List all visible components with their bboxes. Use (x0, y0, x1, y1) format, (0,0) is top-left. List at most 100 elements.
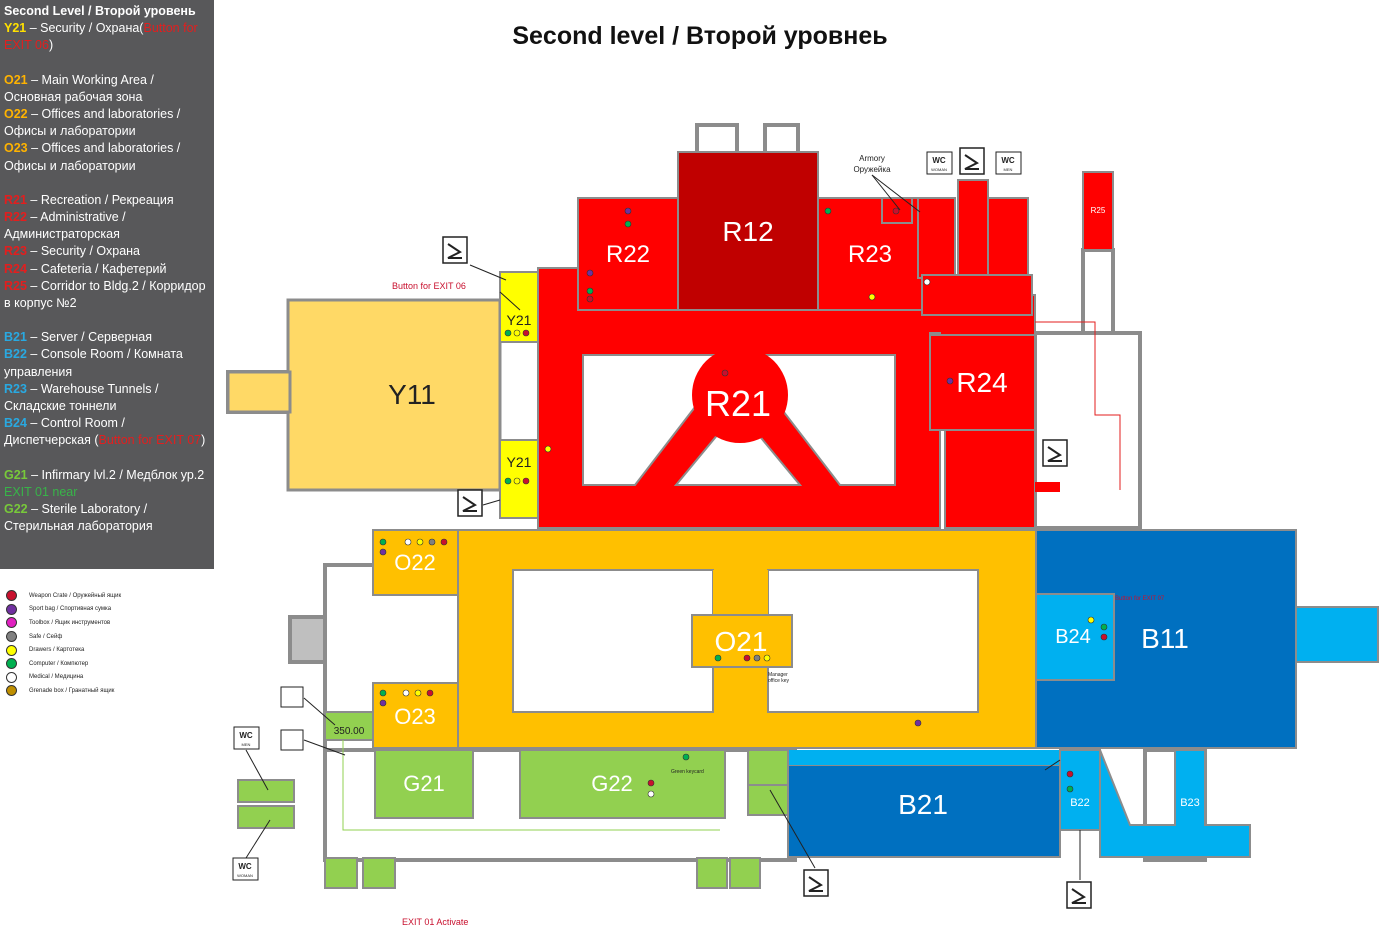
legend-entry: O22 – Offices and laboratories / Офисы и… (4, 106, 210, 140)
item-legend-label: Safe / Сейф (29, 633, 63, 640)
room-b11-annex (1295, 606, 1379, 663)
label-g22: G22 (591, 771, 633, 796)
item-legend-label: Weapon Crate / Оружейный ящик (29, 592, 122, 599)
room-o21-core (713, 570, 768, 615)
label-b22: B22 (1070, 797, 1090, 809)
legend-note: Button for EXIT 07 (98, 433, 202, 448)
green-keycard-label: Green keycard (671, 769, 704, 775)
label-g21: G21 (403, 771, 445, 796)
wc-sub-1: WOMAN (931, 167, 947, 172)
label-b11: B11 (1141, 623, 1189, 654)
item-legend-row: Computer / Компютер (6, 657, 206, 671)
legend-text: – Warehouse Tunnels / Складские тоннели (4, 381, 159, 414)
room-y11 (286, 298, 502, 492)
room-b22 (1059, 749, 1101, 831)
room-b21 (787, 764, 1061, 858)
green-corridor-line (342, 740, 720, 831)
item-legend-row: Safe / Сейф (6, 630, 206, 644)
item-legend-label: Grenade box / Гранатный ящик (29, 687, 115, 694)
legend-text: – Main Working Area / Основная рабочая з… (4, 72, 154, 104)
item-color-dot-icon (6, 603, 17, 615)
item-color-dot-icon (6, 685, 17, 697)
legend-text: – Security / Охрана( (26, 21, 144, 36)
label-r24: R24 (956, 367, 1007, 398)
label-r25: R25 (1091, 206, 1106, 215)
item-legend-row: Toolbox / Ящик инструментов (6, 616, 206, 630)
r21-center-circle (692, 347, 788, 443)
item-markers (379, 207, 1108, 798)
item-legend-row: Weapon Crate / Оружейный ящик (6, 589, 206, 603)
legend-code: R22 (4, 210, 27, 225)
label-o22: O22 (394, 550, 436, 575)
room-r22 (577, 197, 681, 311)
label-r21: R21 (705, 383, 771, 424)
item-color-dot-icon (6, 644, 17, 656)
callout-lines (245, 174, 1081, 880)
wc-label-1: WC (932, 156, 946, 165)
wc-rooms-top (881, 179, 1033, 316)
item-legend-row: Sport bag / Спортивная сумка (6, 603, 206, 617)
legend-code: O21 (4, 72, 28, 87)
legend-code: B21 (4, 330, 27, 345)
legend-entry: R24 – Cafeteria / Кафетерий (4, 261, 210, 278)
wc-signs (232, 151, 1022, 881)
item-color-dot-icon (6, 590, 17, 602)
item-legend-label: Toolbox / Ящик инструментов (29, 619, 111, 626)
button-exit06-label: Button for EXIT 06 (392, 281, 466, 291)
room-r23 (817, 197, 923, 311)
label-y21b: Y21 (507, 454, 532, 470)
legend-entry: R22 – Administrative / Администраторская (4, 209, 210, 243)
legend-code: G22 (4, 502, 28, 517)
legend-entry: R21 – Recreation / Рекреация (4, 192, 210, 209)
item-color-dot-icon (6, 631, 17, 643)
legend-tail: ) (201, 433, 206, 448)
legend-entry: G22 – Sterile Laboratory / Стерильная ла… (4, 501, 210, 535)
legend-text: – Cafeteria / Кафетерий (26, 261, 167, 276)
legend-text: – Administrative / Администраторская (4, 210, 126, 242)
legend-entry: R25 – Corridor to Bldg.2 / Корридор в ко… (4, 278, 210, 312)
legend-entry: Y21 – Security / Охрана(Button for EXIT … (4, 20, 210, 54)
armory-label-ru: Оружейка (853, 165, 891, 174)
legend-code: R23 (4, 381, 27, 396)
legend-text: – Infirmary lvl.2 / Медблок ур.2 (27, 467, 205, 482)
armory-label: Armory (859, 154, 885, 163)
legend-text: – Security / Охрана (26, 244, 140, 259)
legend-code: B22 (4, 347, 27, 362)
number-350-label: 350.00 (334, 726, 365, 737)
item-legend-row: Drawers / Картотека (6, 643, 206, 657)
item-legend-row: Grenade box / Гранатный ящик (6, 684, 206, 698)
label-o21: O21 (715, 626, 768, 657)
stairs-steps (447, 154, 1086, 904)
label-o23: O23 (394, 704, 436, 729)
legend-text: – Offices and laboratories / Офисы и лаб… (4, 107, 181, 139)
legend-entry: R23 – Security / Охрана (4, 243, 210, 260)
legend-code: G21 (4, 467, 28, 482)
item-legend-label: Medical / Медицина (29, 674, 84, 681)
room-b21-strip (788, 750, 1060, 765)
room-r24-lower (944, 429, 1036, 529)
room-b23 (1099, 749, 1251, 858)
legend-heading: Second Level / Второй уровень (4, 4, 196, 18)
room-g21 (374, 749, 474, 819)
green-small-rooms (237, 711, 789, 889)
legend-note: Button for EXIT 06 (4, 21, 198, 53)
label-r23: R23 (848, 241, 892, 268)
exit01-activate-label: EXIT 01 Activate (402, 917, 468, 927)
legend-code: B24 (4, 416, 27, 431)
legend-entry: B21 – Server / Серверная (4, 329, 210, 346)
legend-code: O22 (4, 107, 28, 122)
legend-entry: R23 – Warehouse Tunnels / Складские тонн… (4, 381, 210, 415)
item-color-dot-icon (6, 617, 17, 629)
wc-label-2: WC (1001, 156, 1015, 165)
legend-text: – Recreation / Рекреация (26, 192, 174, 207)
item-legend-label: Computer / Компютер (29, 660, 89, 667)
manager-office-label2: office key (768, 678, 790, 684)
legend-entry: O23 – Offices and laboratories / Офисы и… (4, 140, 210, 174)
legend-text: – Console Room / Комната управления (4, 347, 183, 379)
legend-text: – Control Room / Диспетчерская ( (4, 416, 125, 448)
label-y21a: Y21 (507, 312, 532, 328)
legend-text: – Corridor to Bldg.2 / Корридор в корпус… (4, 278, 206, 311)
button-exit07-label: Button for EXIT 07 (1115, 596, 1165, 602)
legend-code: O23 (4, 141, 28, 156)
